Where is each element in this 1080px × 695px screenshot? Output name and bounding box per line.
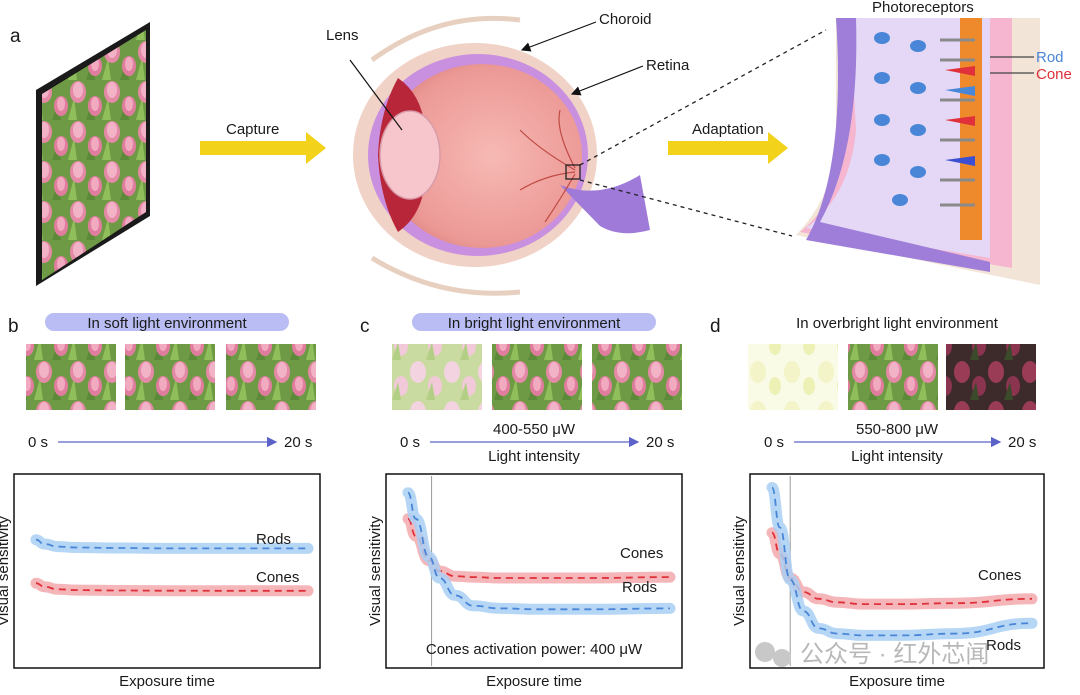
panel-d-photo-3 bbox=[946, 344, 1036, 410]
panel-d-intensity-label: Light intensity bbox=[851, 448, 943, 465]
panel-a-letter: a bbox=[10, 26, 21, 47]
eye-illustration bbox=[353, 15, 650, 296]
panel-c-ylabel: Visual sensitivity bbox=[367, 516, 384, 626]
capture-label: Capture bbox=[226, 121, 279, 138]
panel-b-environment-highlight bbox=[45, 313, 289, 331]
adaptation-label: Adaptation bbox=[692, 121, 764, 138]
panel-d-rods-band bbox=[766, 482, 1038, 641]
panel-c-time-start: 0 s bbox=[400, 434, 420, 451]
panel-c-environment-highlight bbox=[412, 313, 656, 331]
panel-b-time-end: 20 s bbox=[284, 434, 312, 451]
panel-c-environment: In bright light environment bbox=[448, 315, 621, 332]
lens-label: Lens bbox=[326, 27, 359, 44]
retina-pointer bbox=[570, 65, 644, 96]
choroid-pointer bbox=[520, 21, 597, 52]
panel-c-annotation: Cones activation power: 400 μW bbox=[426, 641, 643, 658]
panel-d-intensity-value: 550-800 μW bbox=[856, 421, 939, 438]
panel-d-ylabel: Visual sensitivity bbox=[731, 516, 748, 626]
adaptation-arrow bbox=[668, 132, 788, 164]
panel-d-environment: In overbright light environment bbox=[796, 315, 999, 332]
panel-d-photo-2 bbox=[848, 344, 938, 410]
panel-b-environment: In soft light environment bbox=[87, 315, 247, 332]
panel-c-intensity-value: 400-550 μW bbox=[493, 421, 576, 438]
panel-c-photo-3 bbox=[592, 344, 682, 410]
watermark-text: 公众号 · 红外芯闻 bbox=[800, 641, 989, 668]
panel-b-letter: b bbox=[8, 316, 19, 337]
cone-label: Cone bbox=[1036, 66, 1072, 83]
panel-d-photo-1 bbox=[748, 344, 838, 410]
retina-cross-section bbox=[796, 18, 1040, 285]
panel-b-photo-1 bbox=[26, 344, 116, 410]
panel-d-time-start: 0 s bbox=[764, 434, 784, 451]
lens-pointer bbox=[349, 59, 403, 131]
panel-b-ylabel: Visual sensitivity bbox=[0, 516, 12, 626]
panel-b-cones-label: Cones bbox=[256, 569, 299, 586]
panel-c-cones-line bbox=[407, 517, 671, 579]
panel-c-rods-label: Rods bbox=[622, 579, 657, 596]
panel-c-letter: c bbox=[360, 316, 370, 337]
rod-label: Rod bbox=[1036, 49, 1064, 66]
panel-b-cones-line bbox=[35, 582, 308, 592]
panels-root: b In soft light environment 0 s 20 s Visual … bbox=[0, 313, 1045, 690]
panel-c-time-end: 20 s bbox=[646, 434, 674, 451]
panel-d-letter: d bbox=[710, 316, 721, 337]
panel-b-photo-3 bbox=[226, 344, 316, 410]
photoreceptors-label: Photoreceptors bbox=[872, 0, 974, 16]
panel-c-intensity-label: Light intensity bbox=[488, 448, 580, 465]
panel-c-xlabel: Exposure time bbox=[486, 673, 582, 690]
panel-c-photo-1 bbox=[392, 344, 482, 410]
panel-b-photo-2 bbox=[125, 344, 215, 410]
panel-d-rods-label: Rods bbox=[986, 637, 1021, 654]
tulip-photo bbox=[36, 22, 150, 286]
zoom-line-top bbox=[579, 29, 827, 166]
panel-b-xlabel: Exposure time bbox=[119, 673, 215, 690]
panel-b-time-start: 0 s bbox=[28, 434, 48, 451]
panel-c-photo-2 bbox=[492, 344, 582, 410]
choroid-label: Choroid bbox=[599, 11, 652, 28]
capture-arrow bbox=[200, 132, 326, 164]
panel-d-time-end: 20 s bbox=[1008, 434, 1036, 451]
panel-b-chart-frame bbox=[13, 473, 321, 669]
panel-c-rods-line bbox=[407, 491, 671, 611]
retina-label: Retina bbox=[646, 57, 690, 74]
panel-b-rods-line bbox=[35, 538, 308, 550]
panel-d-cones-label: Cones bbox=[978, 567, 1021, 584]
panel-d-xlabel: Exposure time bbox=[849, 673, 945, 690]
panel-b-rods-label: Rods bbox=[256, 531, 291, 548]
wechat-watermark: 公众号 · 红外芯闻 bbox=[755, 641, 989, 668]
panel-c-cones-label: Cones bbox=[620, 545, 663, 562]
